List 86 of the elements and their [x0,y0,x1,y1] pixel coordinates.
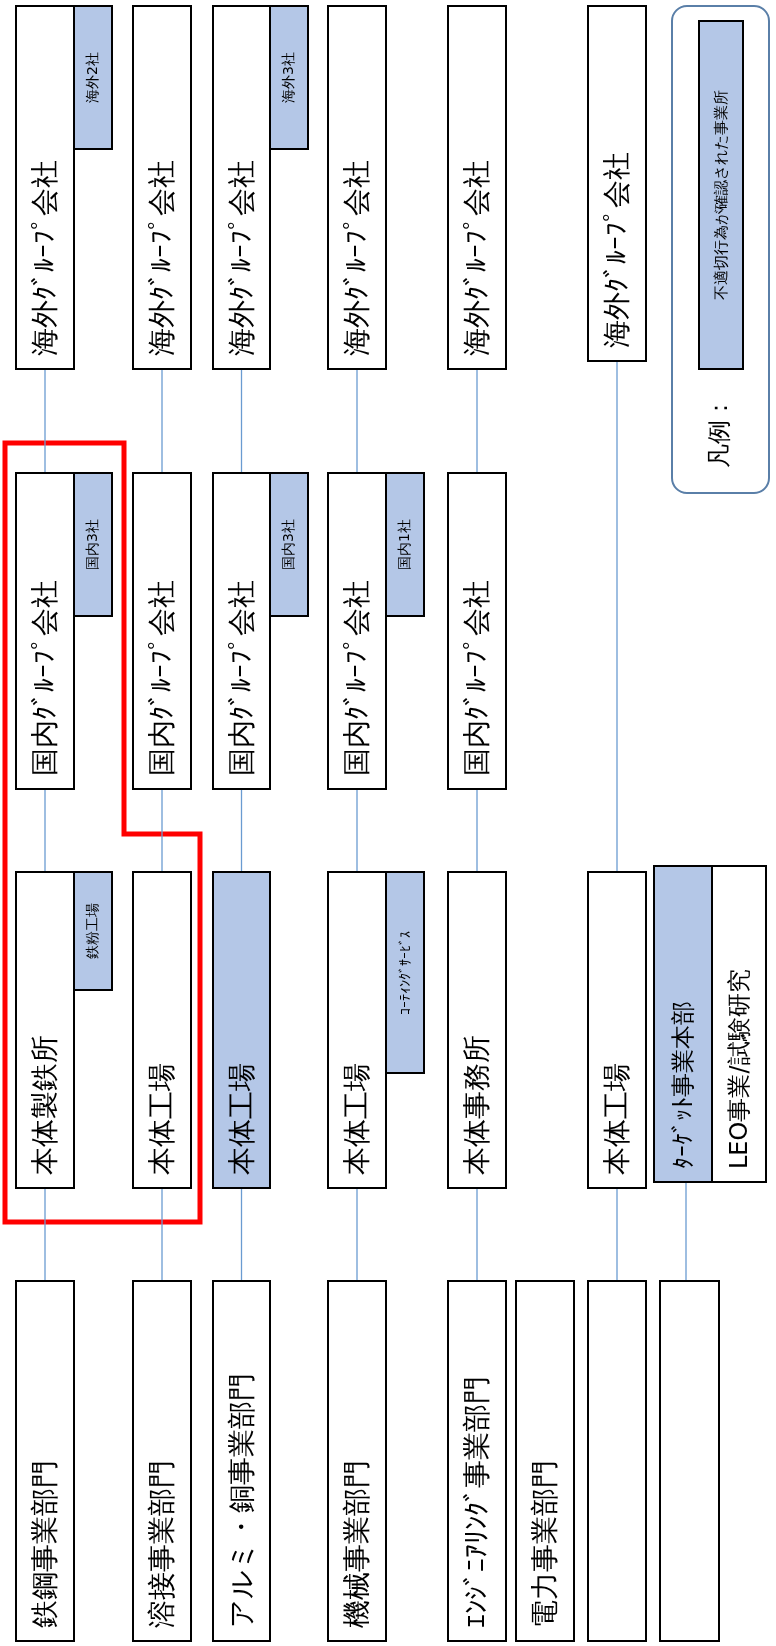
group-company-box [15,5,75,370]
legend-text: 不適切行為が確認された事業所 [711,90,731,300]
division-box [327,1280,387,1642]
division-box [711,865,767,1183]
site-box [327,871,387,1189]
connector-line [44,789,46,872]
group-company-box [212,472,271,790]
unit-name: ｴﾝｼﾞﾆｱﾘﾝｸﾞ事業部門 [459,1376,494,1630]
group-company-box [447,5,507,370]
division-box [515,1280,575,1642]
connector-line [161,1188,163,1281]
site-box [15,871,75,1189]
division-box [212,1280,271,1642]
unit-name: 海外ｸﾞﾙｰﾌﾟ会社 [144,160,179,358]
connector-line [476,789,478,872]
count-tag [269,472,309,617]
group-company-box [327,5,387,370]
count-text: 海外3社 [280,52,297,103]
unit-name: 海外ｸﾞﾙｰﾌﾟ会社 [223,160,259,358]
unit-name: 本体製鉄所 [27,1035,62,1177]
unit-name: 本体工場 [339,1063,374,1177]
group-company-box [212,5,271,370]
connector-line [44,369,46,473]
group-company-box [132,5,192,370]
connector-line [616,361,618,872]
count-tag [73,871,113,991]
division-box [15,1280,75,1642]
group-company-box [587,5,647,362]
count-text: 国内3社 [84,519,101,570]
connector-line [356,369,358,473]
count-tag [73,5,113,150]
count-tag [269,5,309,150]
legend-title: 凡例： [704,396,734,468]
group-company-box [132,472,192,790]
unit-name: 国内ｸﾞﾙｰﾌﾟ会社 [223,580,259,778]
unit-name: 国内ｸﾞﾙｰﾌﾟ会社 [459,580,494,778]
unit-name: 本体工場 [223,1063,259,1177]
connector-line [161,789,163,872]
connector-line [356,1188,358,1281]
group-company-box [327,472,387,790]
unit-name: アルミ・銅事業部門 [223,1373,259,1630]
connector-line [240,369,243,473]
division-box [447,1280,507,1642]
connector-line [476,1188,478,1281]
count-text: ｺｰﾃｨﾝｸﾞｻｰﾋﾞｽ [397,930,413,1015]
unit-name: 国内ｸﾞﾙｰﾌﾟ会社 [27,580,62,778]
count-text: 海外2社 [84,52,101,103]
group-company-box [15,472,75,790]
company-box [587,1280,647,1642]
unit-name: 海外ｸﾞﾙｰﾌﾟ会社 [27,160,62,358]
connector-line [44,1188,46,1281]
unit-name: 電力事業部門 [527,1460,562,1630]
connector-line [685,1182,687,1281]
unit-name: 機械事業部門 [339,1460,374,1630]
unit-name: 海外ｸﾞﾙｰﾌﾟ会社 [339,160,374,358]
count-text: 鉄粉工場 [84,903,101,959]
unit-name: 国内ｸﾞﾙｰﾌﾟ会社 [339,580,374,778]
connector-line [161,369,163,473]
connector-line [616,1188,618,1281]
count-tag [73,472,113,617]
unit-name: 海外ｸﾞﾙｰﾌﾟ会社 [459,160,494,358]
unit-name: 溶接事業部門 [144,1460,179,1630]
unit-name: 本体工場 [144,1063,179,1177]
site-box [212,871,271,1189]
connector-line [240,1188,243,1281]
division-box [653,865,713,1183]
division-box [132,1280,192,1642]
connector-line [476,369,478,473]
count-tag [385,472,425,617]
site-box [132,871,192,1189]
site-box [447,871,507,1189]
count-text: 国内3社 [280,519,297,570]
unit-name: 海外ｸﾞﾙｰﾌﾟ会社 [599,152,634,350]
unit-name: 本体事務所 [459,1035,494,1177]
count-tag [385,871,425,1074]
unit-name: ﾀｰｹﾞｯﾄ事業本部 [668,1001,698,1171]
unit-name: 本体工場 [599,1063,634,1177]
unit-name: 鉄鋼事業部門 [27,1460,62,1630]
site-box [587,871,647,1189]
unit-name: LEO事業/試験研究 [724,969,754,1171]
connector-line [356,789,358,872]
unit-name: 国内ｸﾞﾙｰﾌﾟ会社 [144,580,179,778]
company-box [659,1280,720,1642]
connector-line [240,789,243,872]
count-text: 国内1社 [396,519,413,570]
group-company-box [447,472,507,790]
